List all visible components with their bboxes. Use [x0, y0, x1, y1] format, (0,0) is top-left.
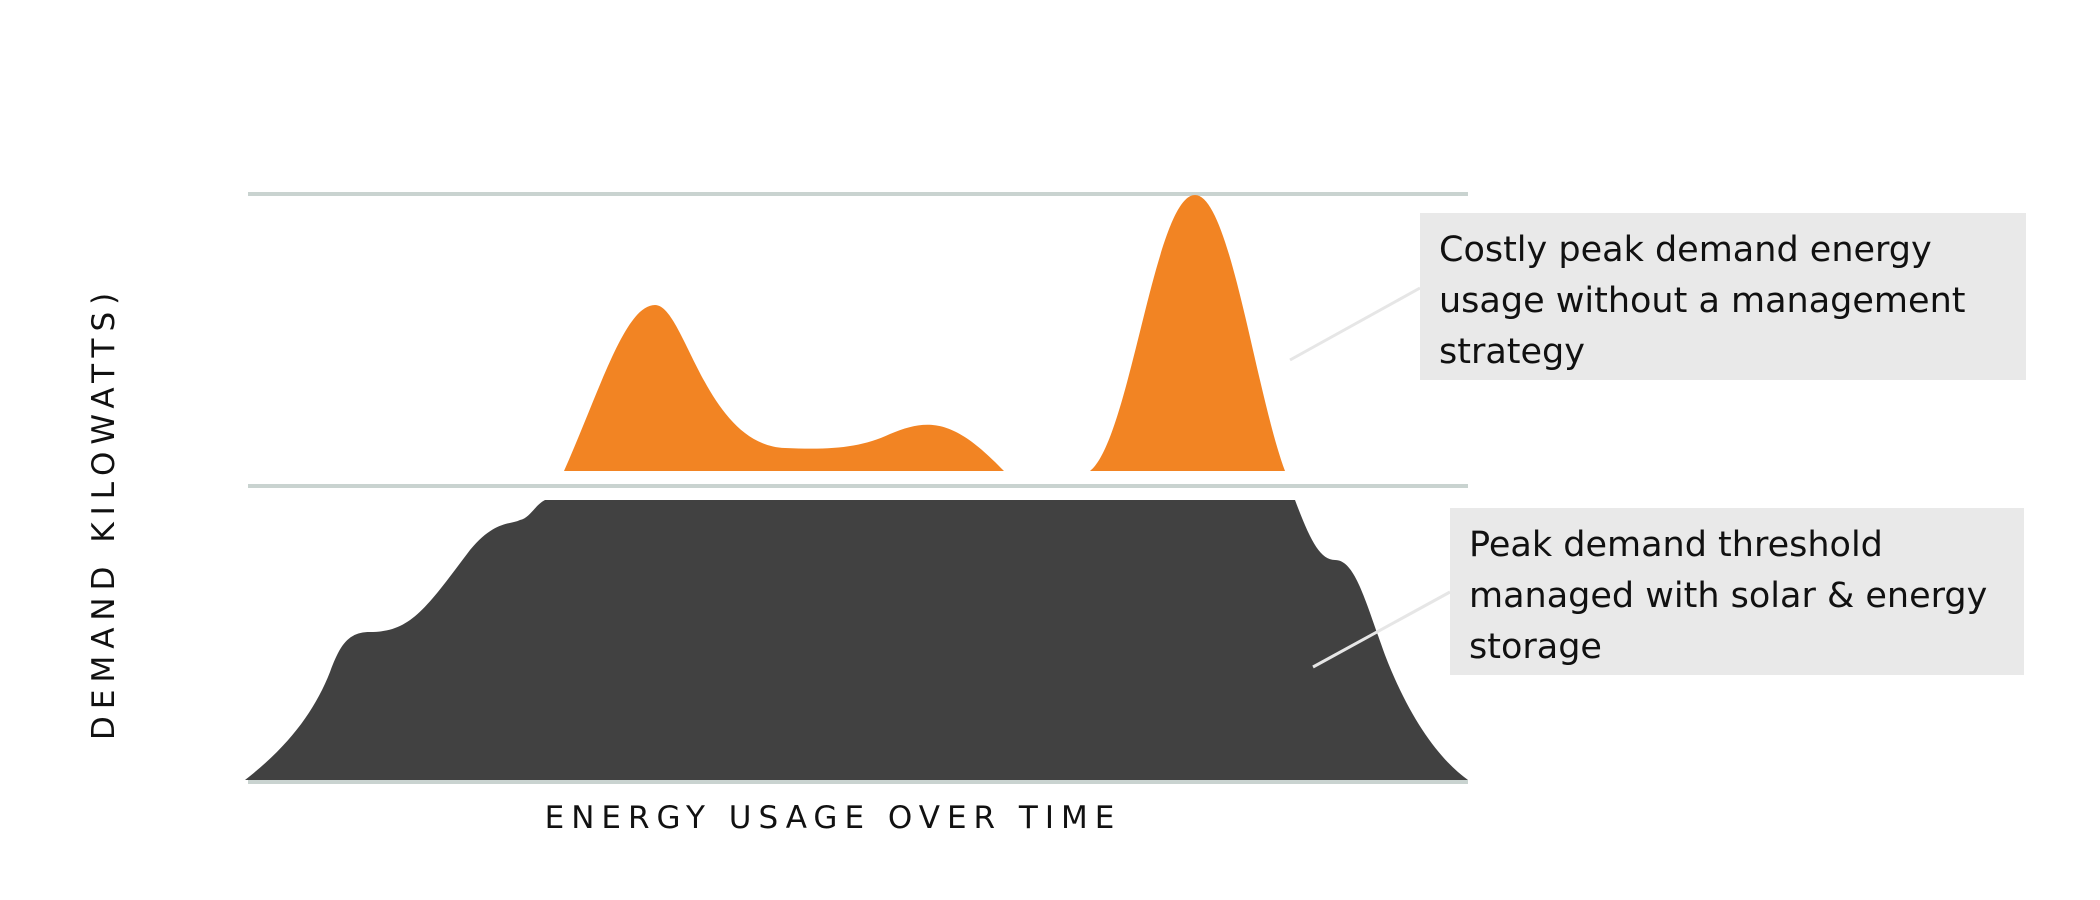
- peak-usage-area-right: [1090, 195, 1285, 471]
- y-axis-label: DEMAND KILOWATTS): [86, 286, 122, 740]
- x-axis-label: ENERGY USAGE OVER TIME: [545, 800, 1122, 836]
- peak-usage-area-left: [564, 305, 1004, 471]
- peak-leader-line: [1289, 286, 1421, 362]
- peak-demand-callout: Costly peak demand energy usage without …: [1420, 213, 2026, 380]
- managed-demand-callout: Peak demand threshold managed with solar…: [1450, 508, 2024, 675]
- managed-demand-area: [245, 500, 1468, 780]
- managed-leader-line: [1312, 590, 1451, 669]
